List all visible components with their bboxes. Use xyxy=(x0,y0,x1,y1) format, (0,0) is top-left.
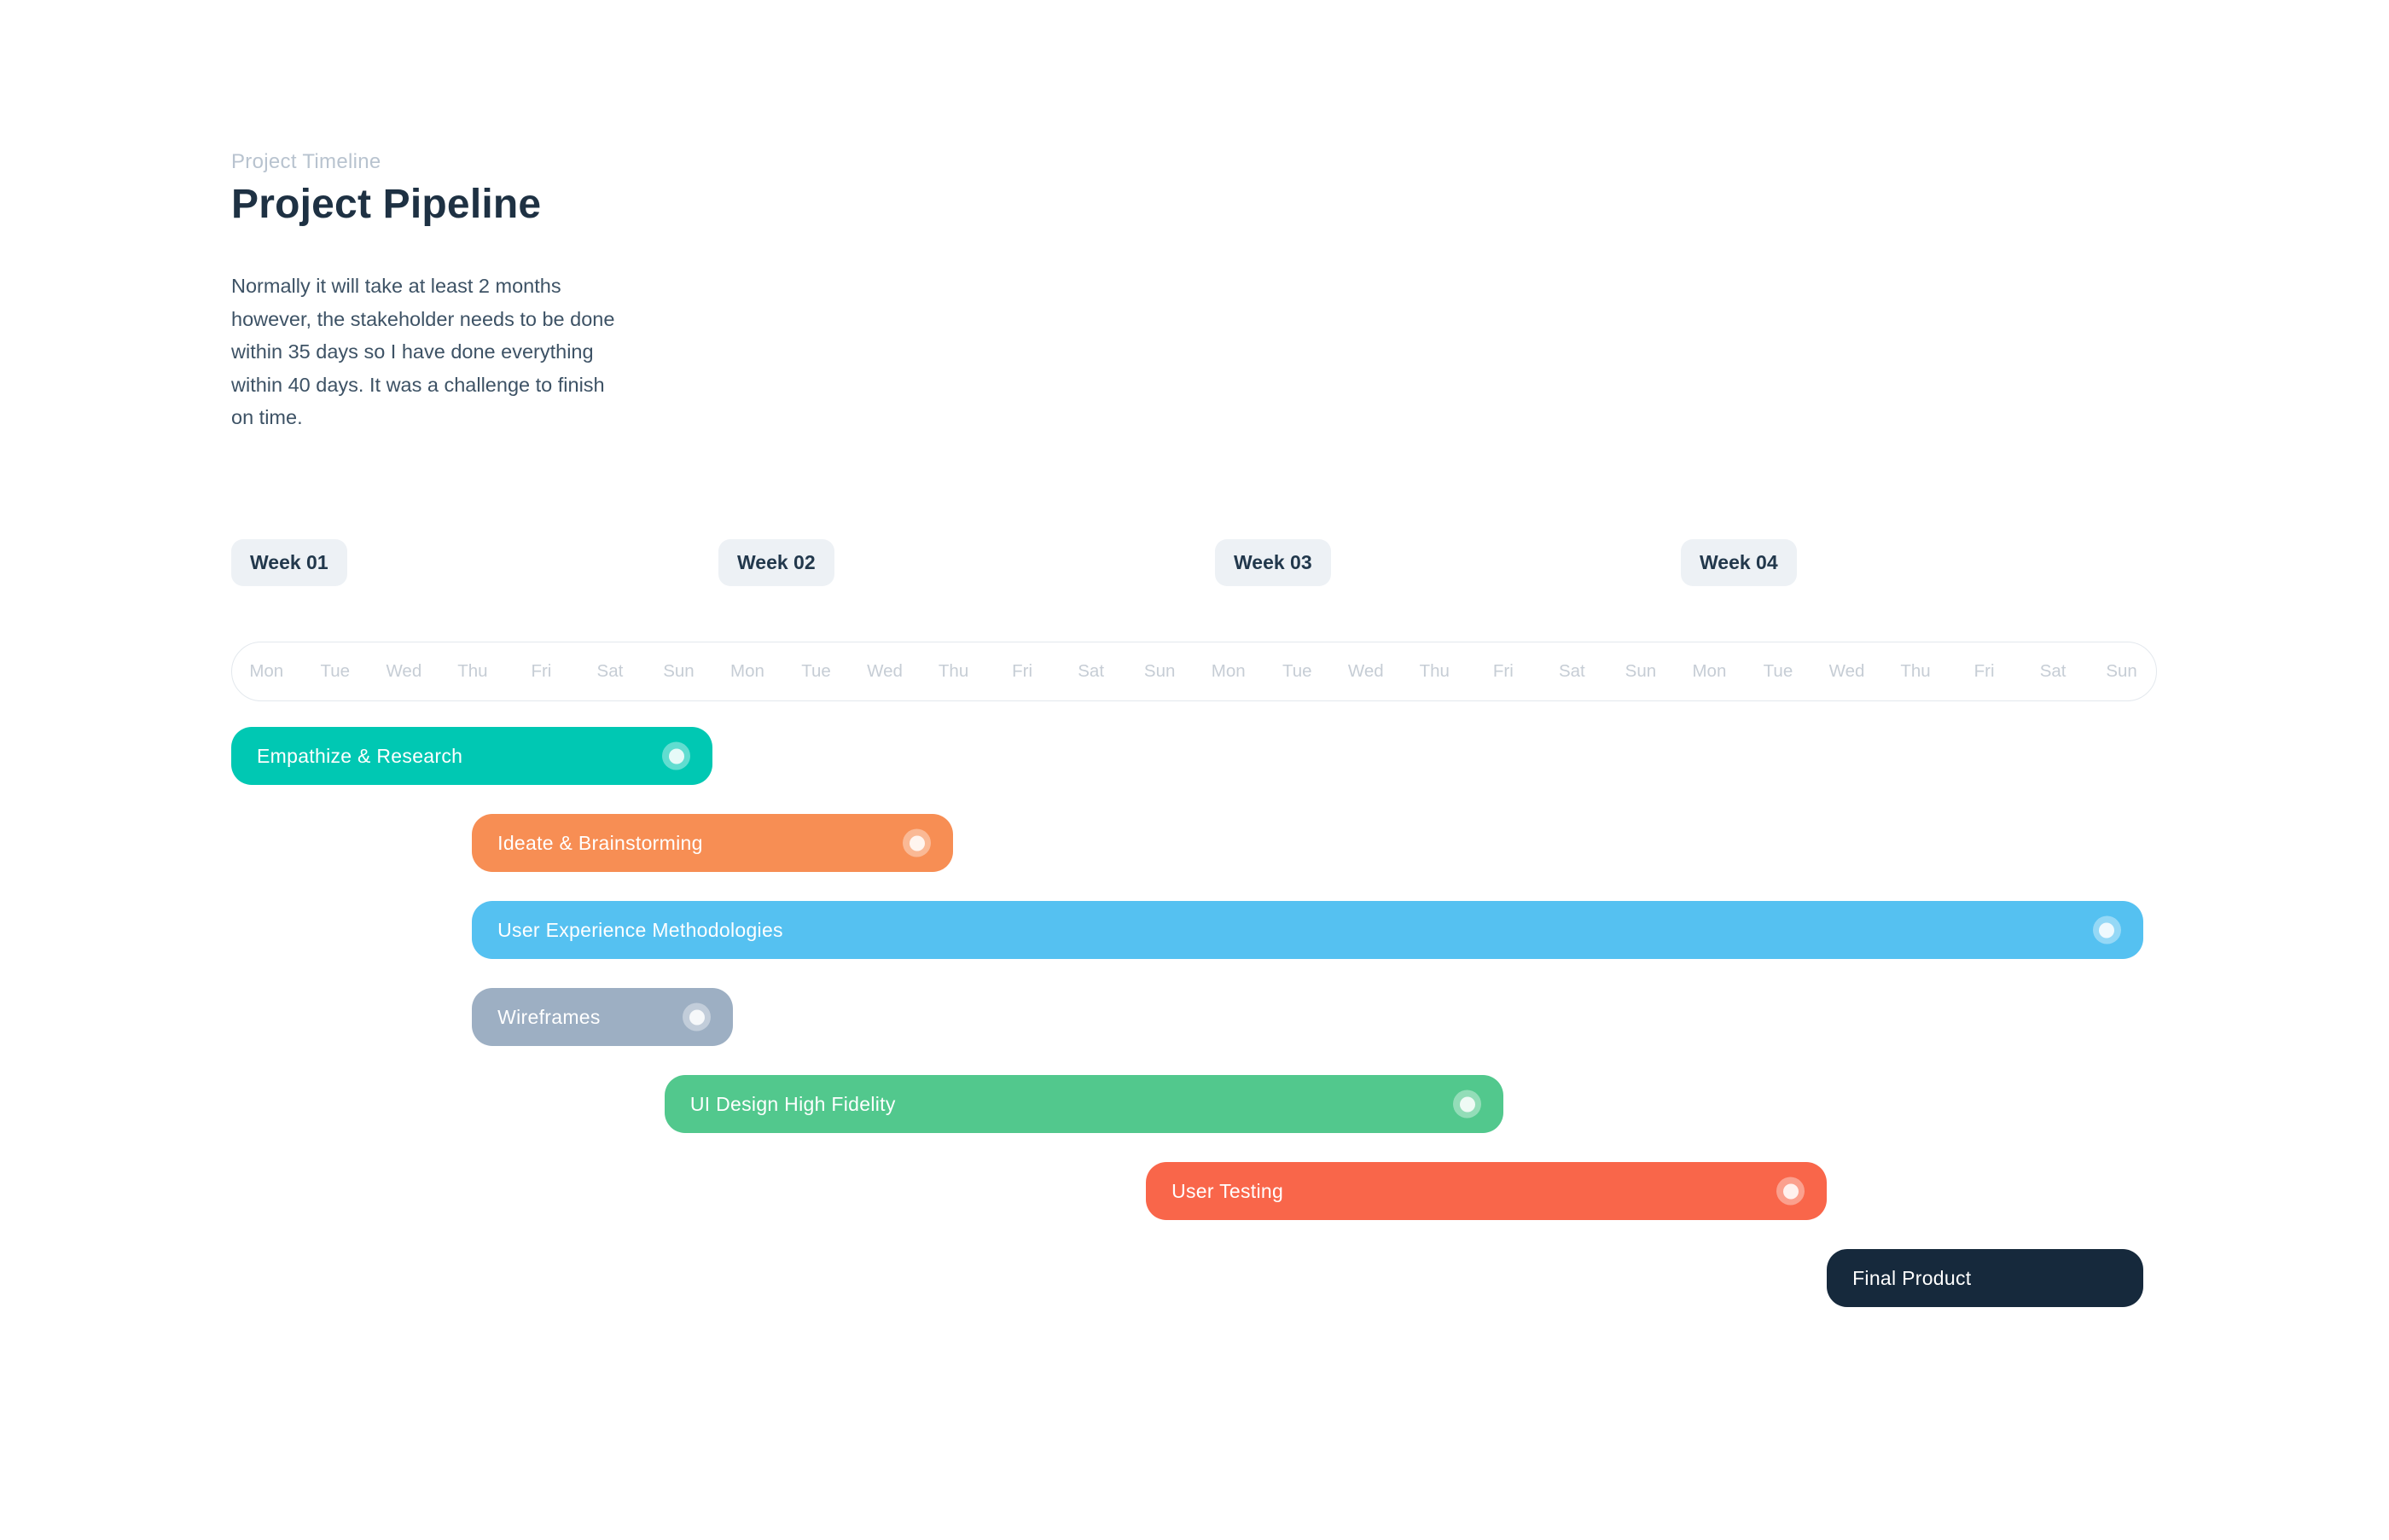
day-label: Wed xyxy=(386,661,422,681)
week-badges-row: Week 01 Week 02 Week 03 Week 04 xyxy=(0,539,2389,586)
gantt-bar-label: Final Product xyxy=(1852,1266,1972,1289)
progress-dot-icon xyxy=(2092,915,2121,944)
gantt-bar[interactable]: Wireframes xyxy=(472,988,734,1046)
gantt-bar-label: User Testing xyxy=(1171,1179,1284,1202)
day-header-row: Mon Tue Wed Thu Fri Sat Sun Mon Tue Wed … xyxy=(231,642,2157,701)
progress-dot-icon xyxy=(903,828,932,857)
eyebrow-label: Project Timeline xyxy=(231,150,381,173)
day-label: Mon xyxy=(1692,661,1727,681)
day-label: Wed xyxy=(867,661,903,681)
day-label: Tue xyxy=(1282,661,1312,681)
day-label: Fri xyxy=(1012,661,1033,681)
day-label: Wed xyxy=(1828,661,1865,681)
day-label: Thu xyxy=(1419,661,1450,681)
day-label: Thu xyxy=(1900,661,1931,681)
day-label: Tue xyxy=(320,661,351,681)
day-label: Mon xyxy=(1211,661,1246,681)
gantt-bar-label: Empathize & Research xyxy=(257,744,463,767)
page-title: Project Pipeline xyxy=(231,182,542,227)
gantt-bar[interactable]: Final Product xyxy=(1827,1249,2143,1307)
day-label: Fri xyxy=(1492,661,1514,681)
progress-dot-icon xyxy=(683,1002,712,1032)
day-label: Sat xyxy=(596,661,624,681)
week-badge: Week 01 xyxy=(231,539,347,586)
gantt-bar[interactable]: UI Design High Fidelity xyxy=(664,1075,1504,1133)
day-label: Wed xyxy=(1347,661,1384,681)
day-label: Sat xyxy=(2039,661,2066,681)
gantt-bar[interactable]: User Experience Methodologies xyxy=(472,901,2143,959)
gantt-bar[interactable]: User Testing xyxy=(1146,1162,1828,1220)
week-badge-label: Week 04 xyxy=(1700,551,1778,573)
week-badge-label: Week 01 xyxy=(250,551,328,573)
week-badge: Week 03 xyxy=(1215,539,1331,586)
day-label: Thu xyxy=(938,661,969,681)
progress-dot-icon xyxy=(1453,1090,1482,1119)
day-label: Sun xyxy=(663,661,695,681)
day-label: Sun xyxy=(1625,661,1657,681)
day-label: Mon xyxy=(249,661,284,681)
day-label: Tue xyxy=(1763,661,1793,681)
day-label: Sat xyxy=(1558,661,1585,681)
gantt-bar-label: Wireframes xyxy=(497,1005,601,1028)
project-description: Normally it will take at least 2 months … xyxy=(231,275,615,429)
progress-dot-icon xyxy=(662,741,691,770)
gantt-bar[interactable]: Empathize & Research xyxy=(231,727,713,785)
gantt-bar-label: User Experience Methodologies xyxy=(497,918,783,941)
gantt-bar[interactable]: Ideate & Brainstorming xyxy=(472,814,954,872)
day-label: Sun xyxy=(1143,661,1176,681)
week-badge-label: Week 02 xyxy=(737,551,816,573)
day-label: Thu xyxy=(457,661,488,681)
day-label: Sat xyxy=(1078,661,1105,681)
day-label: Fri xyxy=(1973,661,1995,681)
gantt-bar-label: Ideate & Brainstorming xyxy=(497,831,703,854)
gantt-bar-label: UI Design High Fidelity xyxy=(689,1092,896,1115)
week-badge-label: Week 03 xyxy=(1234,551,1312,573)
day-label: Mon xyxy=(730,661,764,681)
day-label: Tue xyxy=(801,661,831,681)
progress-dot-icon xyxy=(1776,1177,1805,1206)
day-label: Fri xyxy=(531,661,552,681)
week-badge: Week 02 xyxy=(718,539,834,586)
week-badge: Week 04 xyxy=(1681,539,1797,586)
day-label: Sun xyxy=(2106,661,2137,681)
